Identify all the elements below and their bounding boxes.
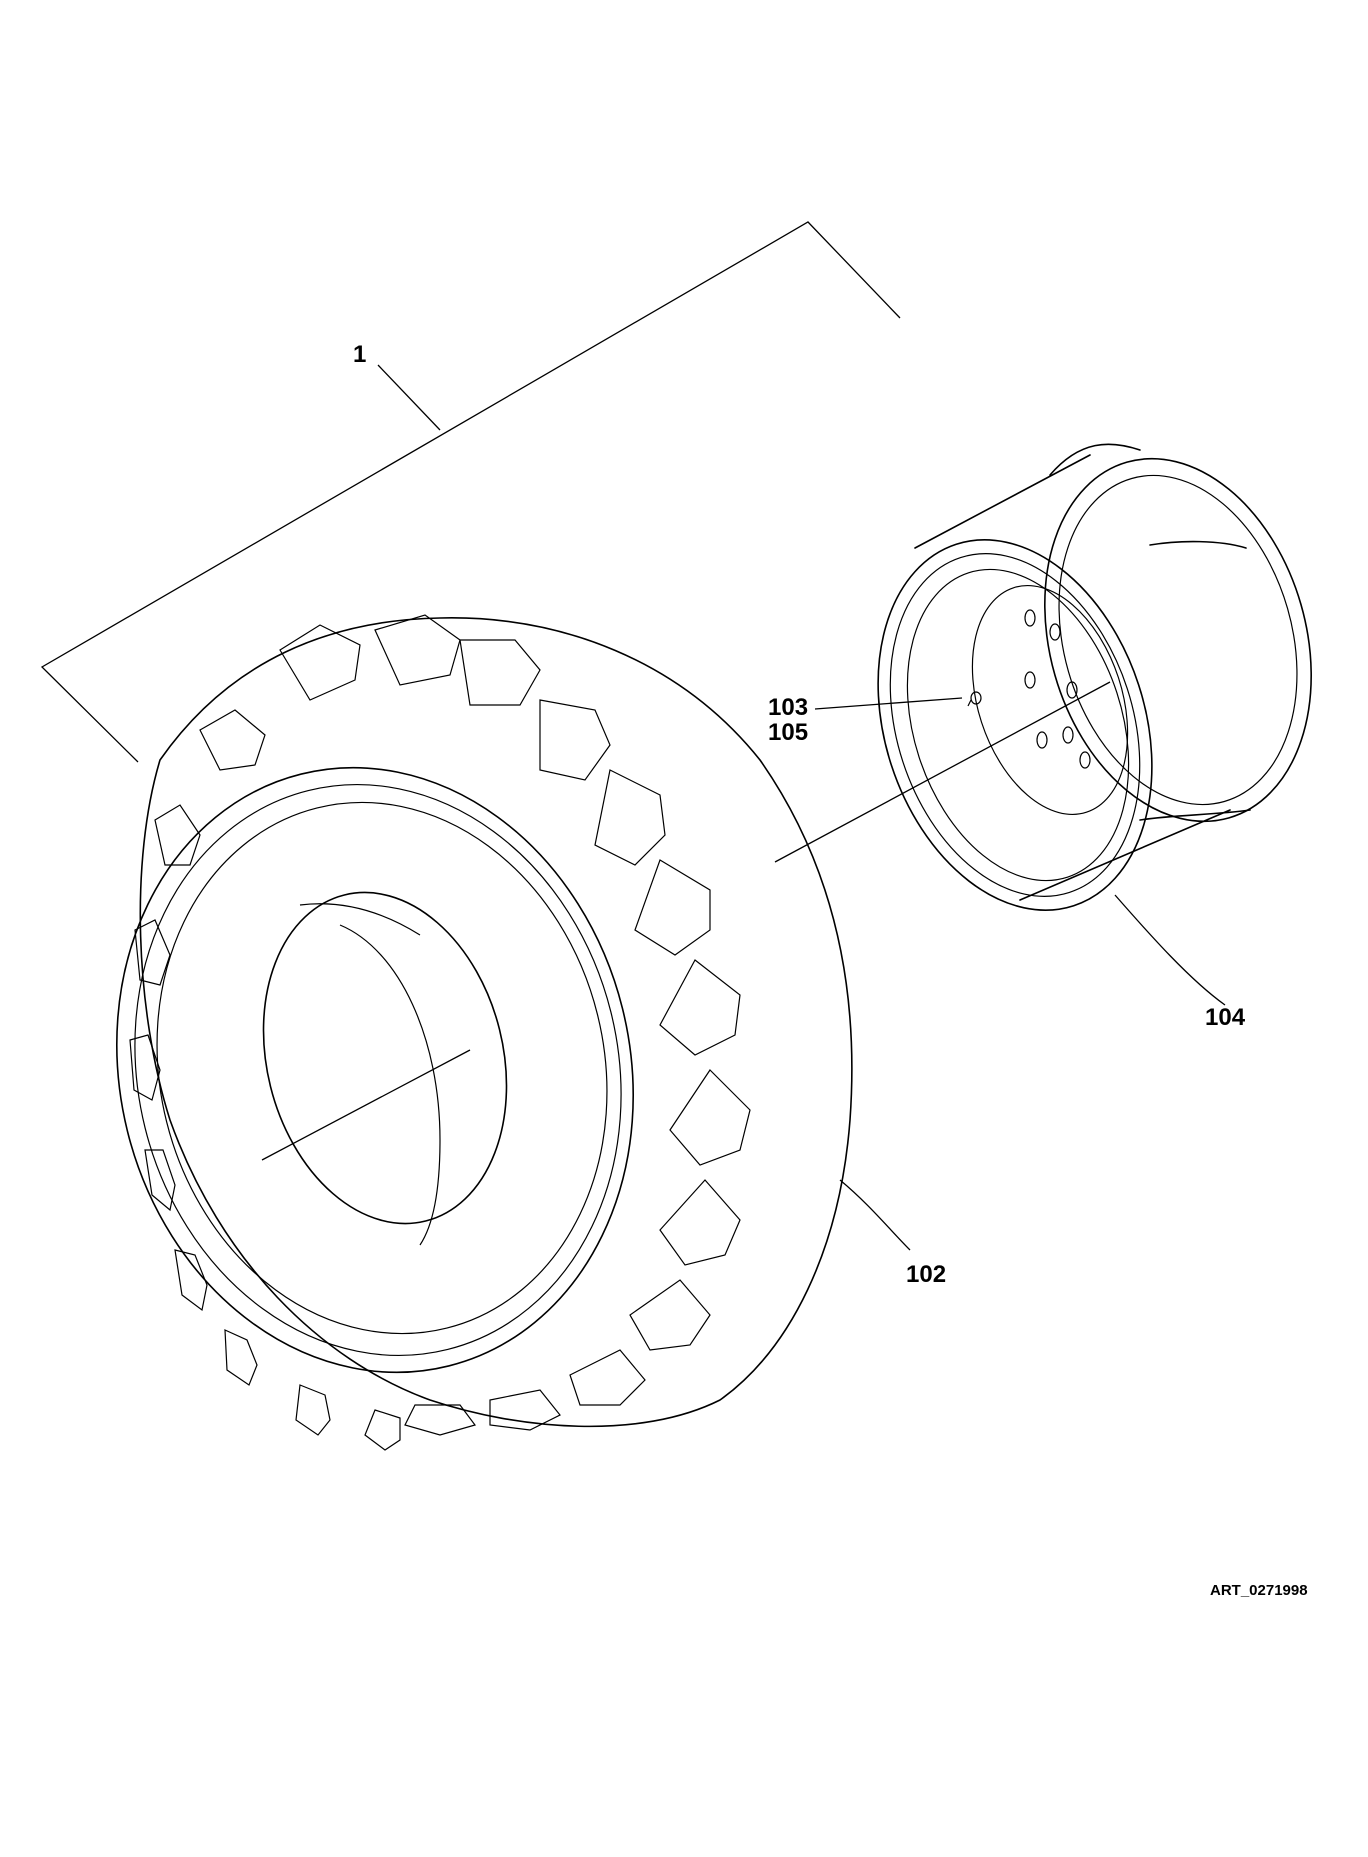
leader-104 [1114,894,1226,1006]
callout-valve-b: 105 [768,719,808,746]
callout-rim: 104 [1205,1004,1246,1031]
axis-line [261,681,1111,1161]
callout-tire: 102 [906,1261,946,1288]
leader-103 [814,697,963,710]
leader-102 [839,1179,911,1251]
rim-drawing [877,443,1312,911]
callout-valve-a: 103 [768,694,808,721]
callout-assembly: 1 [353,341,366,368]
tire-drawing [116,614,853,1451]
art-reference-id: ART_0271998 [1210,1582,1308,1599]
assembly-bracket [40,221,901,763]
leader-lines [814,697,1226,1251]
